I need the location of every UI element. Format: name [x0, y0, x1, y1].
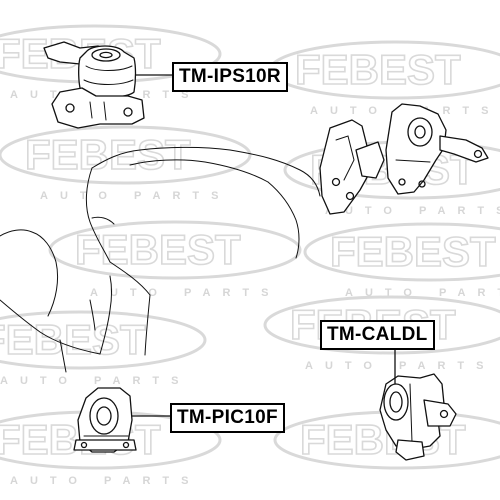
watermark-sub: AUTO PARTS	[40, 190, 231, 202]
watermark-sub: AUTO PARTS	[10, 475, 201, 487]
part-top-right-drawing	[319, 103, 489, 215]
watermark-sub: AUTO PARTS	[325, 205, 500, 217]
watermark-oval	[48, 220, 302, 280]
part-ips10r-drawing	[43, 41, 173, 129]
label-tm-caldl: TM-CALDL	[320, 320, 435, 350]
watermark-oval	[263, 295, 500, 355]
part-caldl-drawing	[379, 345, 457, 461]
watermark-sub: AUTO PARTS	[0, 375, 191, 387]
label-tm-ips10r: TM-IPS10R	[172, 62, 288, 92]
watermark-oval	[0, 310, 207, 370]
watermark-layer: FEBEST AUTO PARTS FEBEST AUTO PARTS FEBE…	[0, 24, 500, 487]
watermark-oval	[303, 222, 500, 282]
watermark-brand: FEBEST	[330, 228, 496, 275]
watermark-brand: FEBEST	[295, 46, 461, 93]
watermark-brand: FEBEST	[0, 316, 146, 363]
watermark-brand: FEBEST	[75, 226, 241, 273]
label-tm-pic10f: TM-PIC10F	[170, 403, 285, 433]
part-pic10f-drawing	[73, 387, 171, 453]
watermark-sub: AUTO PARTS	[305, 360, 496, 372]
watermark-oval	[0, 125, 252, 185]
engine-outline	[0, 146, 321, 373]
watermark-brand: FEBEST	[25, 131, 191, 178]
watermark-sub: AUTO PARTS	[90, 287, 281, 299]
